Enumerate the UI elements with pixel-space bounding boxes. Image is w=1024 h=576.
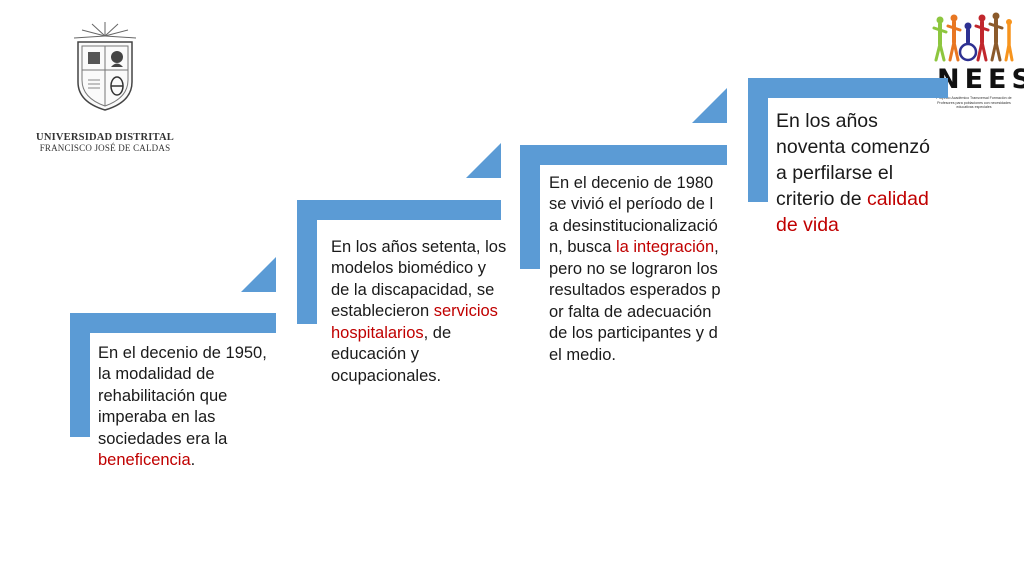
nees-logo: NEES Proyecto Académico Transversal Form…	[932, 10, 1024, 120]
university-name-line2: FRANCISCO JOSÉ DE CALDAS	[39, 143, 171, 153]
nees-wordmark: NEES	[937, 64, 1024, 95]
university-logo: UNIVERSIDAD DISTRITAL FRANCISCO JOSÉ DE …	[30, 22, 180, 162]
step2-text-after: , de educación y ocupacionales.	[331, 323, 452, 385]
step3-text-before: En el decenio de 1980 se vivió el períod…	[549, 174, 718, 257]
step4-text: En los años noventa comenzó a perfilarse…	[776, 109, 936, 239]
step2-top-bar	[297, 200, 501, 220]
step4-text-before: En los años noventa comenzó a perfilarse…	[776, 110, 930, 210]
step2-text-before: En los años setenta, los modelos biomédi…	[331, 238, 507, 321]
nees-subtitle: Proyecto Académico Transversal Formación…	[936, 96, 1012, 109]
step1-text-after: .	[190, 451, 196, 470]
university-crest-icon	[73, 22, 137, 111]
step3-text-after: , pero no se lograron los resultados esp…	[549, 238, 721, 364]
step4-left-bar	[748, 78, 768, 202]
step2-arrow-tip	[466, 143, 501, 178]
people-group-icon	[932, 12, 1014, 62]
university-name-line1: UNIVERSIDAD DISTRITAL	[36, 132, 174, 143]
step3-text: En el decenio de 1980 se vivió el períod…	[549, 173, 721, 366]
step1-arrow-tip	[241, 257, 276, 292]
step3-highlight: la integración	[615, 238, 715, 257]
step2-left-bar	[297, 200, 317, 324]
step1-top-bar	[70, 313, 276, 333]
step3-left-bar	[520, 145, 540, 269]
step4-highlight: calidad de vida	[776, 187, 929, 236]
step1-left-bar	[70, 313, 90, 437]
step2-text: En los años setenta, los modelos biomédi…	[331, 237, 507, 387]
step3-top-bar	[520, 145, 727, 165]
step3-arrow-tip	[692, 88, 727, 123]
step1-highlight: beneficencia	[98, 451, 191, 470]
step1-text: En el decenio de 1950, la modalidad de r…	[98, 343, 270, 472]
university-name: UNIVERSIDAD DISTRITAL FRANCISCO JOSÉ DE …	[30, 132, 180, 153]
step1-text-before: En el decenio de 1950, la modalidad de r…	[98, 344, 267, 448]
step2-highlight: servicios hospitalarios	[331, 302, 498, 342]
step4-top-bar	[748, 78, 948, 98]
